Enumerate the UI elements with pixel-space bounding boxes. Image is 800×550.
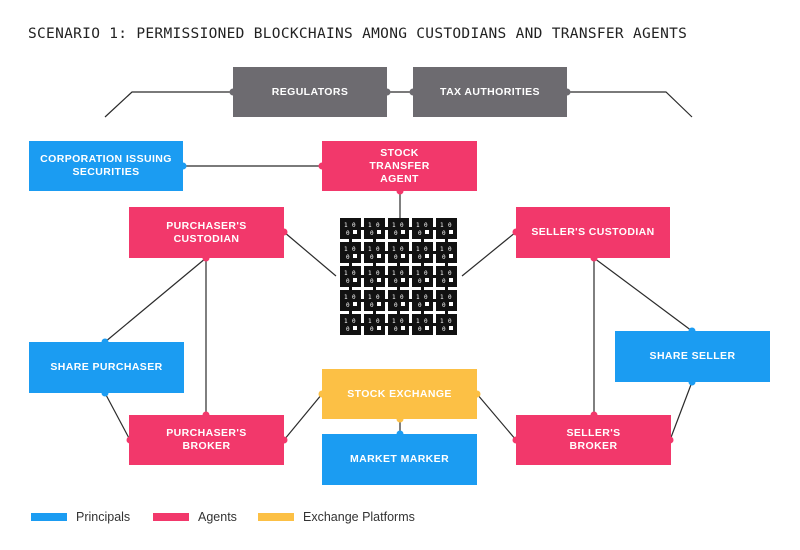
- market-maker-node: MARKET MARKER: [322, 434, 477, 485]
- svg-text:0: 0: [352, 318, 356, 325]
- svg-text:0: 0: [418, 302, 422, 309]
- svg-text:1: 1: [392, 246, 396, 253]
- stock-transfer-agent-node: STOCK TRANSFER AGENT: [322, 141, 477, 191]
- svg-text:0: 0: [418, 254, 422, 261]
- tax-authorities-node: TAX AUTHORITIES: [413, 67, 567, 117]
- svg-text:0: 0: [394, 302, 398, 309]
- svg-text:1: 1: [368, 246, 372, 253]
- sellers-broker-node: SELLER'S BROKER: [516, 415, 671, 465]
- svg-text:0: 0: [418, 230, 422, 237]
- svg-text:0: 0: [346, 278, 350, 285]
- svg-text:1: 1: [416, 294, 420, 301]
- svg-text:0: 0: [394, 326, 398, 333]
- share-purchaser-node: SHARE PURCHASER: [29, 342, 184, 393]
- svg-text:0: 0: [370, 230, 374, 237]
- diagram-title: SCENARIO 1: PERMISSIONED BLOCKCHAINS AMO…: [28, 26, 688, 42]
- svg-text:0: 0: [370, 326, 374, 333]
- svg-text:0: 0: [400, 318, 404, 325]
- legend-label-principals: Principals: [76, 510, 131, 524]
- svg-text:0: 0: [418, 278, 422, 285]
- svg-text:0: 0: [448, 270, 452, 277]
- svg-text:0: 0: [442, 302, 446, 309]
- svg-text:1: 1: [416, 270, 420, 277]
- svg-text:0: 0: [418, 326, 422, 333]
- svg-text:0: 0: [400, 270, 404, 277]
- svg-text:0: 0: [346, 326, 350, 333]
- svg-text:1: 1: [440, 222, 444, 229]
- svg-text:0: 0: [394, 230, 398, 237]
- legend-principals: Principals: [31, 510, 130, 524]
- svg-text:0: 0: [448, 294, 452, 301]
- svg-text:1: 1: [440, 270, 444, 277]
- svg-text:0: 0: [352, 270, 356, 277]
- legend-label-exchange-platforms: Exchange Platforms: [303, 510, 415, 524]
- legend-swatch-agents: [153, 513, 189, 521]
- svg-text:1: 1: [344, 318, 348, 325]
- legend-label-agents: Agents: [198, 510, 237, 524]
- regulators-node: REGULATORS: [233, 67, 387, 117]
- svg-text:0: 0: [346, 302, 350, 309]
- svg-text:1: 1: [416, 222, 420, 229]
- share-seller-node: SHARE SELLER: [615, 331, 770, 382]
- svg-text:0: 0: [352, 294, 356, 301]
- svg-text:0: 0: [370, 254, 374, 261]
- legend-swatch-principals: [31, 513, 67, 521]
- svg-text:0: 0: [448, 246, 452, 253]
- svg-text:1: 1: [368, 222, 372, 229]
- svg-text:0: 0: [352, 222, 356, 229]
- svg-text:0: 0: [376, 246, 380, 253]
- svg-text:1: 1: [392, 222, 396, 229]
- svg-text:0: 0: [346, 254, 350, 261]
- svg-text:1: 1: [440, 246, 444, 253]
- svg-text:1: 1: [392, 294, 396, 301]
- svg-text:0: 0: [376, 270, 380, 277]
- svg-text:0: 0: [448, 318, 452, 325]
- svg-text:1: 1: [392, 318, 396, 325]
- svg-text:1: 1: [368, 270, 372, 277]
- svg-text:0: 0: [424, 222, 428, 229]
- purchasers-broker-node: PURCHASER'S BROKER: [129, 415, 284, 465]
- svg-text:1: 1: [440, 294, 444, 301]
- svg-text:0: 0: [424, 318, 428, 325]
- svg-text:0: 0: [424, 246, 428, 253]
- svg-text:0: 0: [394, 254, 398, 261]
- svg-text:0: 0: [352, 246, 356, 253]
- stock-exchange-node: STOCK EXCHANGE: [322, 369, 477, 419]
- svg-text:0: 0: [442, 254, 446, 261]
- svg-text:1: 1: [344, 294, 348, 301]
- svg-text:0: 0: [376, 222, 380, 229]
- svg-text:1: 1: [392, 270, 396, 277]
- legend-swatch-exchange-platforms: [258, 513, 294, 521]
- svg-text:0: 0: [394, 278, 398, 285]
- corporation-issuing-securities-node: CORPORATION ISSUING SECURITIES: [29, 141, 183, 191]
- svg-text:0: 0: [442, 326, 446, 333]
- purchasers-custodian-node: PURCHASER'S CUSTODIAN: [129, 207, 284, 258]
- svg-text:0: 0: [442, 230, 446, 237]
- svg-text:1: 1: [344, 222, 348, 229]
- svg-text:1: 1: [416, 318, 420, 325]
- svg-text:1: 1: [440, 318, 444, 325]
- svg-text:0: 0: [370, 302, 374, 309]
- svg-text:1: 1: [368, 318, 372, 325]
- svg-text:1: 1: [416, 246, 420, 253]
- svg-text:1: 1: [368, 294, 372, 301]
- svg-text:0: 0: [448, 222, 452, 229]
- svg-text:0: 0: [400, 246, 404, 253]
- svg-text:0: 0: [442, 278, 446, 285]
- svg-text:1: 1: [344, 270, 348, 277]
- svg-text:1: 1: [344, 246, 348, 253]
- svg-text:0: 0: [400, 294, 404, 301]
- svg-text:0: 0: [376, 294, 380, 301]
- sellers-custodian-node: SELLER'S CUSTODIAN: [516, 207, 670, 258]
- svg-text:0: 0: [400, 222, 404, 229]
- svg-text:0: 0: [346, 230, 350, 237]
- svg-text:0: 0: [376, 318, 380, 325]
- legend-agents: Agents: [153, 510, 237, 524]
- legend-exchange-platforms: Exchange Platforms: [258, 510, 415, 524]
- svg-text:0: 0: [424, 294, 428, 301]
- svg-text:0: 0: [370, 278, 374, 285]
- svg-text:0: 0: [424, 270, 428, 277]
